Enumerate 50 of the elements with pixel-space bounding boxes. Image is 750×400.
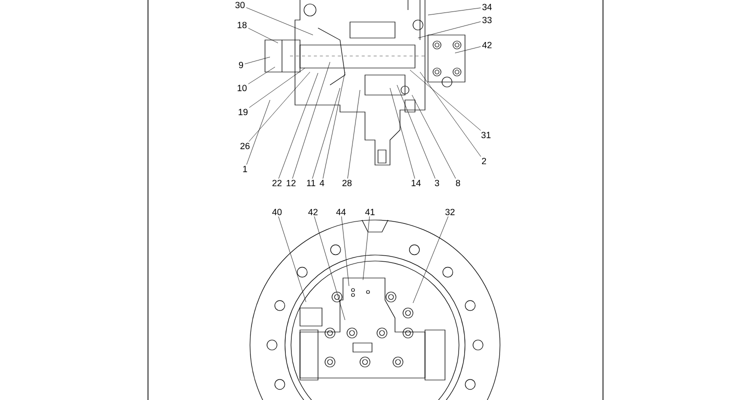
callout-number: 2 (482, 158, 486, 164)
leader-line (246, 100, 270, 165)
callout-number: 30 (235, 2, 245, 8)
callout-number: 28 (342, 180, 352, 186)
callout-number: 22 (272, 180, 282, 186)
callout-number: 42 (482, 42, 492, 48)
leader-line (322, 72, 346, 179)
callout-number: 18 (238, 22, 247, 28)
callout-number: 34 (482, 4, 492, 10)
leader-line (428, 8, 481, 16)
leader-line (248, 72, 310, 142)
callout-number: 8 (456, 180, 460, 186)
callout-number: 3 (434, 180, 440, 186)
callout-number: 11 (307, 180, 316, 186)
callout-number: 9 (238, 62, 244, 68)
leader-line (248, 28, 278, 44)
callout-number: 12 (286, 180, 296, 186)
callout-number: 40 (272, 208, 282, 216)
callout-number: 26 (240, 142, 250, 150)
leader-line (278, 72, 318, 179)
leader-line (249, 68, 306, 108)
leader-line (246, 7, 314, 36)
leader-line (314, 216, 346, 320)
callout-number: 4 (320, 180, 324, 186)
callout-number: 42 (308, 208, 318, 216)
leader-line (412, 94, 456, 179)
leader-line (390, 88, 415, 179)
callout-number: 41 (365, 208, 375, 216)
callout-number: 32 (445, 208, 455, 216)
leader-line (454, 46, 481, 54)
callout-number: 10 (238, 84, 247, 92)
leader-line (278, 216, 306, 302)
leader-line (418, 21, 481, 38)
callout-number: 44 (336, 208, 346, 216)
leader-line (420, 72, 482, 157)
leader-line (362, 216, 370, 280)
callout-number: 1 (243, 166, 248, 172)
leader-line (248, 66, 276, 84)
leader-line (312, 88, 340, 179)
callout-number: 33 (482, 16, 492, 24)
leader-line (347, 90, 360, 179)
leader-line (292, 62, 330, 179)
leader-line (396, 84, 436, 179)
callout-number: 31 (481, 132, 491, 138)
callout-number: 19 (238, 108, 248, 116)
leader-line (412, 216, 448, 304)
leader-line (244, 56, 270, 64)
callout-number: 14 (412, 180, 421, 186)
leader-line (341, 216, 350, 286)
leader-line (410, 70, 481, 131)
